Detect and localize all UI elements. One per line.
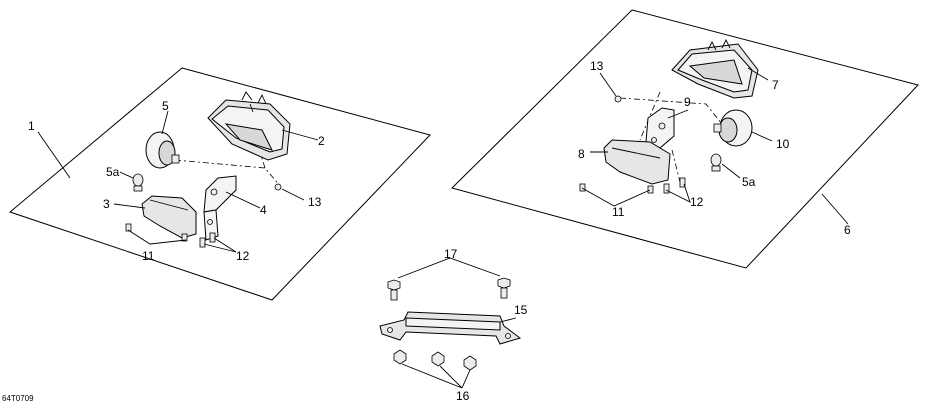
figure-code: 64T0709 bbox=[2, 394, 34, 403]
right-assembly-plate bbox=[451, 9, 919, 269]
callout-12-left: 12 bbox=[236, 249, 250, 263]
right-headlight-assembly bbox=[451, 9, 919, 269]
callout-15: 15 bbox=[514, 303, 528, 317]
bottom-mounting-bracket bbox=[379, 257, 522, 389]
callout-17: 17 bbox=[444, 247, 458, 261]
left-lower-cover bbox=[141, 195, 197, 239]
left-headlight-assembly bbox=[8, 67, 431, 301]
callout-13-right: 13 bbox=[590, 59, 604, 73]
left-headlamp-bulb bbox=[132, 131, 180, 192]
callout-6: 6 bbox=[844, 223, 851, 237]
callout-5a-right: 5a bbox=[742, 175, 756, 189]
bracket-nuts bbox=[393, 349, 477, 371]
right-screws bbox=[579, 95, 686, 194]
callout-5a-left: 5a bbox=[106, 165, 120, 179]
callout-9: 9 bbox=[684, 95, 691, 109]
callout-11-left: 11 bbox=[142, 249, 155, 263]
callout-1: 1 bbox=[28, 119, 35, 133]
callout-11-right: 11 bbox=[612, 205, 625, 219]
left-bracket bbox=[203, 175, 237, 241]
callout-16: 16 bbox=[456, 389, 470, 403]
callout-10: 10 bbox=[776, 137, 790, 151]
callout-7: 7 bbox=[772, 78, 779, 92]
callout-2: 2 bbox=[318, 134, 325, 148]
callout-8: 8 bbox=[578, 147, 585, 161]
left-headlamp-housing bbox=[207, 91, 291, 161]
bracket-bolts bbox=[387, 277, 511, 301]
callout-5: 5 bbox=[162, 99, 169, 113]
right-lower-cover bbox=[603, 139, 671, 185]
right-headlamp-bulb bbox=[710, 109, 753, 172]
callout-13-left: 13 bbox=[308, 195, 322, 209]
right-headlamp-housing bbox=[671, 38, 759, 99]
callout-12-right: 12 bbox=[690, 195, 704, 209]
left-screws bbox=[125, 183, 282, 248]
callout-3: 3 bbox=[103, 197, 110, 211]
callout-4: 4 bbox=[260, 203, 267, 217]
